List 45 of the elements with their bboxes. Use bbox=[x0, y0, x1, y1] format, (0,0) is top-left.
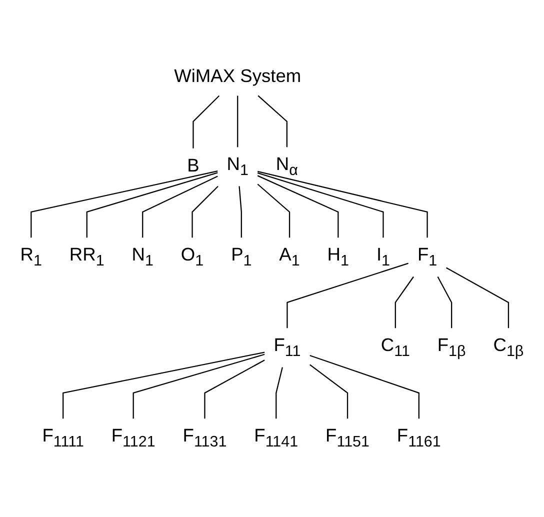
node-text: H$_{1}$ bbox=[327, 246, 350, 269]
node-text: N$_{1}$ bbox=[132, 246, 154, 269]
connector bbox=[257, 172, 384, 238]
connector bbox=[86, 172, 218, 238]
connector bbox=[62, 352, 265, 419]
connector bbox=[204, 360, 265, 419]
node-text: F$_{1121}$ bbox=[111, 426, 156, 450]
node-text: F$_{1131}$ bbox=[182, 426, 227, 450]
connector bbox=[142, 176, 218, 238]
node-text: N$_{1}$ bbox=[226, 155, 248, 178]
connector bbox=[257, 170, 428, 238]
connector bbox=[257, 184, 290, 238]
connector bbox=[437, 276, 452, 328]
node-text: F$_{1β}$ bbox=[437, 336, 466, 360]
node-text: I$_{1}$ bbox=[376, 246, 390, 269]
node-text: R$_{1}$ bbox=[20, 246, 42, 269]
connector bbox=[286, 262, 408, 328]
node-text: WiMAX System bbox=[174, 67, 302, 87]
connector bbox=[310, 355, 420, 419]
node-text: O$_{1}$ bbox=[180, 246, 204, 269]
node-text: F$_{1}$ bbox=[417, 246, 438, 269]
node-text: P$_{1}$ bbox=[231, 246, 252, 269]
connector bbox=[257, 175, 339, 238]
node-text: C$_{1β}$ bbox=[493, 336, 524, 360]
connector bbox=[30, 170, 218, 238]
node-text: C$_{11}$ bbox=[380, 336, 410, 360]
node-text: F$_{11}$ bbox=[274, 336, 301, 360]
connector bbox=[238, 186, 242, 238]
node-text: F$_{1151}$ bbox=[326, 426, 370, 450]
connector bbox=[276, 367, 283, 419]
connector bbox=[258, 95, 288, 148]
connector bbox=[192, 186, 218, 238]
node-text: RR$_{1}$ bbox=[69, 246, 104, 269]
connector bbox=[237, 96, 238, 148]
connector bbox=[310, 364, 348, 419]
node-text: N$_{α}$ bbox=[276, 155, 298, 178]
connector bbox=[132, 354, 265, 419]
connector bbox=[192, 95, 220, 148]
node-text: F$_{1141}$ bbox=[254, 426, 298, 450]
node-text: B bbox=[187, 156, 200, 176]
node-text: F$_{1111}$ bbox=[42, 426, 84, 450]
connector bbox=[446, 267, 510, 328]
node-text: A$_{1}$ bbox=[279, 246, 300, 269]
connector bbox=[394, 276, 414, 328]
node-text: F$_{1161}$ bbox=[396, 426, 441, 450]
